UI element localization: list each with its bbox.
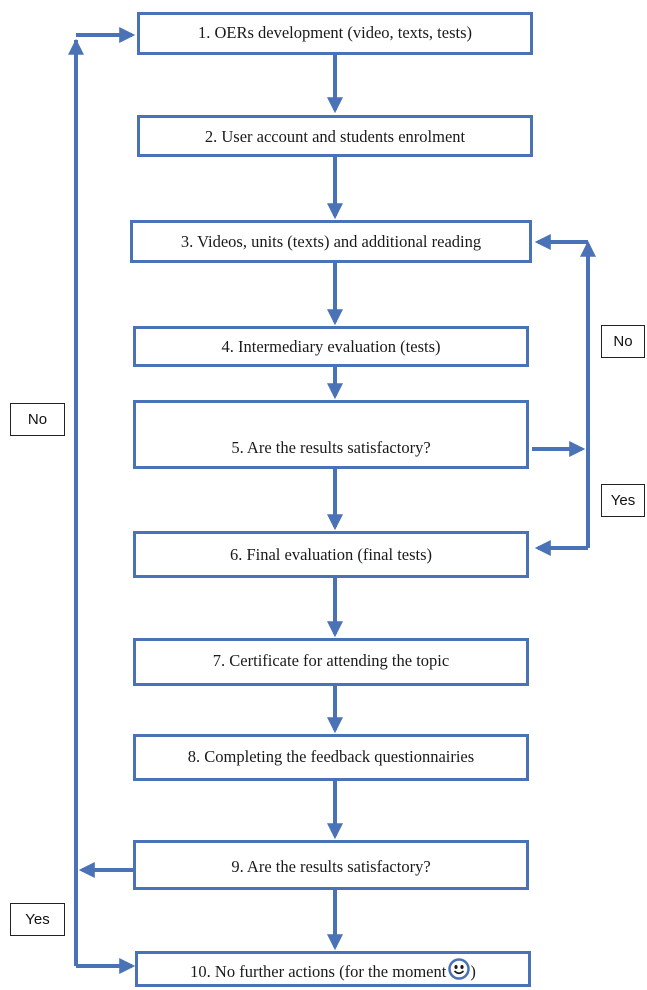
- inner-no-tag: No: [601, 325, 645, 358]
- step-8-box: [133, 734, 529, 781]
- step-9-box: [133, 840, 529, 890]
- step-4-label: 4. Intermediary evaluation (tests): [221, 337, 441, 356]
- step-10-text: 10. No further actions (for the moment: [190, 962, 447, 981]
- step-9-label: 9. Are the results satisfactory?: [231, 857, 431, 876]
- step-2-label: 2. User account and students enrolment: [204, 127, 466, 146]
- step-2-box: [137, 115, 533, 157]
- outer-yes-tag: Yes: [10, 903, 65, 936]
- step-1-box: [137, 12, 533, 55]
- step-3-box: [130, 220, 532, 263]
- smiley-icon: [448, 958, 471, 980]
- step-8-label: 8. Completing the feedback questionnairi…: [187, 747, 475, 766]
- step-10-label: 10. No further actions (for the moment): [135, 958, 531, 982]
- step-5-label: 5. Are the results satisfactory?: [231, 438, 431, 457]
- step-10-closing-paren: ): [470, 962, 476, 981]
- step-1-label: 1. OERs development (video, texts, tests…: [197, 23, 473, 42]
- step-7-box: [133, 638, 529, 686]
- step-3-label: 3. Videos, units (texts) and additional …: [180, 232, 482, 251]
- outer-no-tag: No: [10, 403, 65, 436]
- step-7-label: 7. Certificate for attending the topic: [212, 651, 450, 670]
- inner-yes-tag: Yes: [601, 484, 645, 517]
- step-4-box: [133, 326, 529, 367]
- step-5-box: [133, 400, 529, 469]
- step-6-box: [133, 531, 529, 578]
- step-6-label: 6. Final evaluation (final tests): [229, 545, 433, 564]
